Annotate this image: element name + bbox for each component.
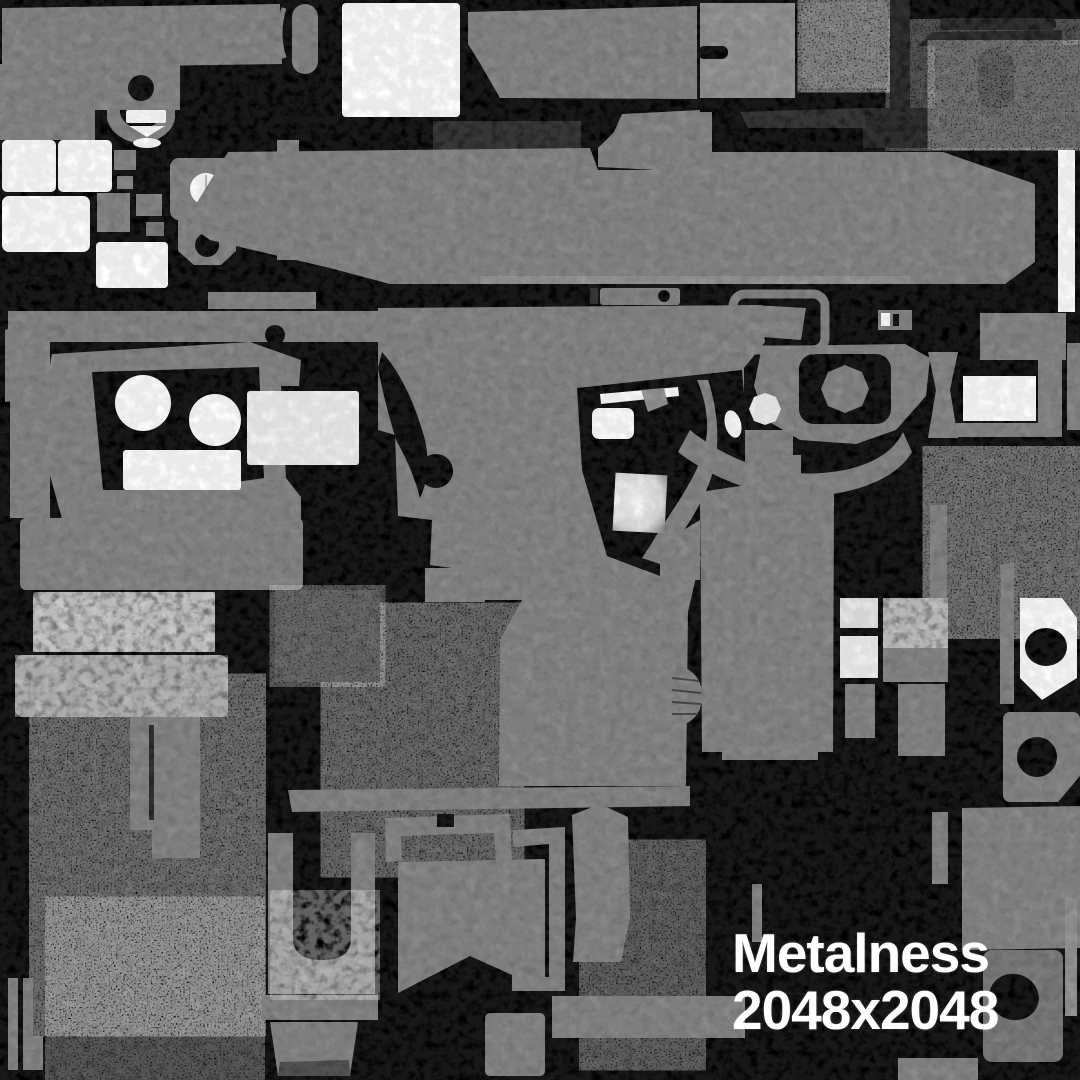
texture-caption: Metalness 2048x2048	[732, 922, 999, 1041]
caption-resolution: 2048x2048	[732, 979, 999, 1041]
caption-map-type: Metalness	[732, 922, 990, 984]
